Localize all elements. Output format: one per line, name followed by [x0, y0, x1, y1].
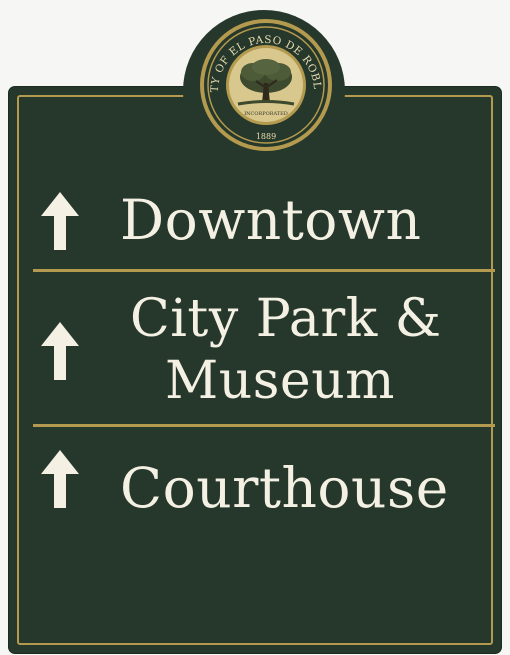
- oak-tree-seal-icon: [237, 59, 295, 106]
- divider-1: [33, 269, 495, 272]
- destination-downtown: Downtown: [120, 188, 422, 252]
- city-seal: CITY OF EL PASO DE ROBLES INCORPORATED 1…: [198, 17, 332, 151]
- destination-city-park-line1: City Park &: [130, 289, 442, 349]
- seal-incorporated-text: INCORPORATED: [244, 111, 288, 117]
- destination-city-park-line2: Museum: [165, 351, 395, 411]
- destination-courthouse: Courthouse: [120, 456, 449, 520]
- arrow-up-icon: [41, 192, 79, 250]
- arrow-up-icon: [41, 322, 79, 380]
- seal-year-text: 1889: [256, 132, 276, 141]
- wayfinding-sign: [9, 87, 501, 653]
- divider-2: [33, 424, 495, 427]
- arrow-up-icon: [41, 450, 79, 508]
